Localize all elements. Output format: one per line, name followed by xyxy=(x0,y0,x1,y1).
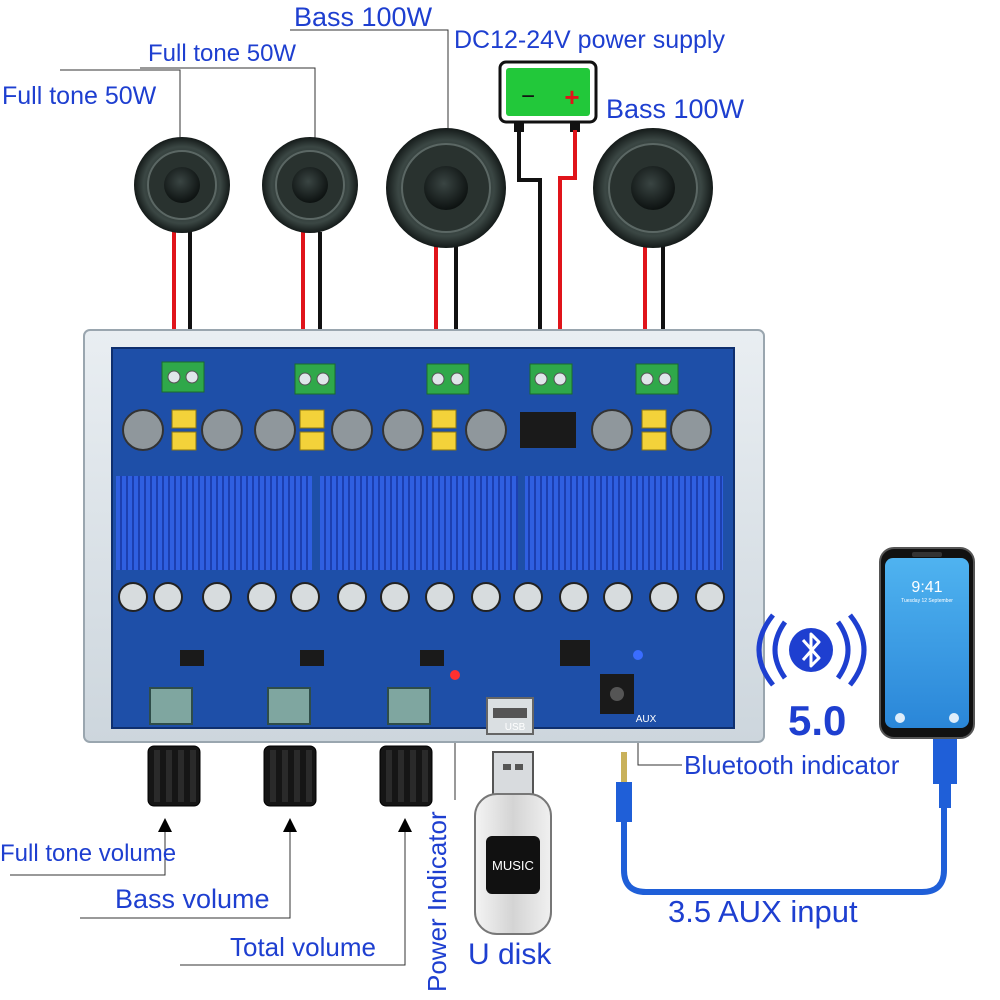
full-tone-speaker-left xyxy=(134,137,230,233)
phone-date: Tuesday 12 September xyxy=(901,598,953,604)
aux-port-label: AUX xyxy=(636,714,657,725)
bluetooth-led xyxy=(633,650,643,660)
camera-icon xyxy=(949,713,959,723)
label-full-tone-volume: Full tone volume xyxy=(0,840,177,867)
label-bt-version: 5.0 xyxy=(788,697,847,744)
u-disk-face-text: MUSIC xyxy=(492,858,534,873)
power-led xyxy=(450,670,460,680)
label-power-indicator: Power Indicator xyxy=(422,811,452,992)
bass-speaker-center xyxy=(386,128,506,248)
usb-port-label: USB xyxy=(505,722,526,733)
bluetooth-icon xyxy=(756,613,867,687)
amplifier-board: USB AUX xyxy=(83,329,765,743)
u-disk-icon: MUSIC xyxy=(474,751,552,935)
phone-time: 9:41 xyxy=(911,579,942,596)
label-full-tone-right: Full tone 50W xyxy=(148,40,297,67)
label-bass-center: Bass 100W xyxy=(294,2,433,32)
label-u-disk: U disk xyxy=(468,938,552,971)
label-bass-volume: Bass volume xyxy=(115,884,270,914)
volume-knobs xyxy=(147,745,433,832)
full-tone-speaker-right xyxy=(262,137,358,233)
label-total-volume: Total volume xyxy=(230,932,376,962)
label-bass-right: Bass 100W xyxy=(606,94,745,124)
label-aux-input: 3.5 AUX input xyxy=(668,894,858,929)
aux-cable xyxy=(616,732,957,895)
leader-lines xyxy=(10,29,682,966)
label-full-tone-left: Full tone 50W xyxy=(2,82,157,110)
label-power-supply: DC12-24V power supply xyxy=(454,26,725,54)
power-supply-battery: − + xyxy=(498,60,598,132)
flashlight-icon xyxy=(895,713,905,723)
label-bluetooth-indicator: Bluetooth indicator xyxy=(684,750,900,780)
bass-speaker-right xyxy=(593,128,713,248)
battery-plus-sign: + xyxy=(564,82,579,112)
smartphone-icon: 9:41 Tuesday 12 September xyxy=(879,547,975,739)
battery-minus-sign: − xyxy=(521,83,535,110)
